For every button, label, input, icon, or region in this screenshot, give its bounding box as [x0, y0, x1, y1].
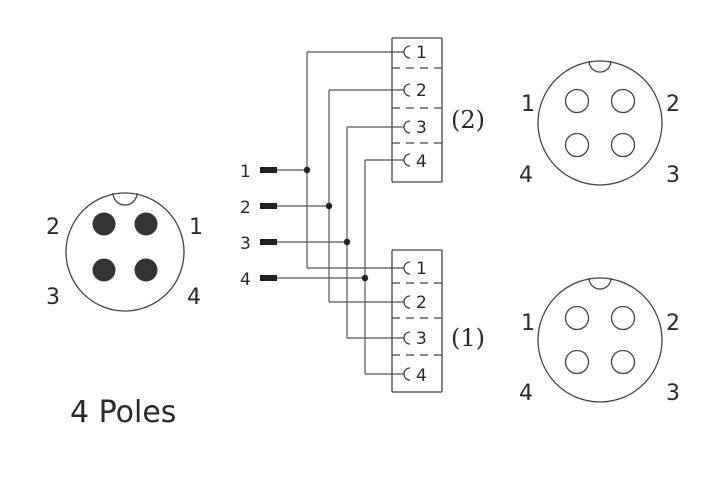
male-pin [134, 258, 158, 282]
socket-contact-icon [403, 331, 411, 345]
wire-label: 1 [240, 162, 251, 182]
male-pin-label: 3 [46, 285, 60, 310]
female-socket [610, 132, 636, 158]
female-connector-key-notch [588, 277, 612, 290]
block-label: (2) [451, 106, 485, 134]
junction-dot [325, 202, 333, 210]
male-connector-key-notch [112, 192, 138, 206]
female-pin-label: 2 [666, 92, 680, 117]
female-socket [564, 132, 590, 158]
junction-dot [361, 274, 369, 282]
wire-label: 4 [240, 270, 251, 290]
connector-block-1: 1 2 3 4 (1) [391, 249, 485, 393]
contact-label: 4 [416, 152, 427, 172]
contact-label: 4 [416, 366, 427, 386]
wire-inputs: 1 2 3 4 [240, 162, 365, 290]
wire-terminal [260, 275, 277, 281]
male-pin [92, 258, 116, 282]
female-pin-label: 4 [519, 163, 533, 188]
wire-terminal [260, 239, 277, 245]
socket-contact-icon [403, 120, 411, 134]
junction-dot [343, 238, 351, 246]
male-connector-body [65, 192, 185, 312]
female-pin-label: 1 [521, 92, 535, 117]
male-pin-label: 2 [46, 215, 60, 240]
female-socket [564, 88, 590, 114]
female-socket [610, 349, 636, 375]
female-socket [610, 305, 636, 331]
female-connector-top: 1 2 4 3 [519, 60, 680, 188]
contact-label: 1 [416, 43, 427, 63]
contact-label: 3 [416, 118, 427, 138]
junction-dot [303, 166, 311, 174]
male-pin [92, 212, 116, 236]
female-connector-bottom: 1 2 4 3 [519, 277, 680, 406]
contact-label: 2 [416, 293, 427, 313]
contact-label: 1 [416, 259, 427, 279]
socket-contact-icon [403, 153, 411, 167]
female-pin-label: 3 [666, 381, 680, 406]
connector-block-2: 1 2 3 4 (2) [391, 37, 485, 183]
female-pin-label: 2 [666, 311, 680, 336]
male-pin-label: 1 [189, 215, 203, 240]
female-connector-key-notch [588, 60, 612, 73]
female-socket [564, 305, 590, 331]
contact-label: 2 [416, 81, 427, 101]
socket-contact-icon [403, 45, 411, 59]
contact-label: 3 [416, 329, 427, 349]
wire-label: 3 [240, 234, 251, 254]
female-pin-label: 3 [666, 163, 680, 188]
female-pin-label: 1 [521, 311, 535, 336]
socket-contact-icon [403, 367, 411, 381]
socket-contact-icon [403, 295, 411, 309]
female-socket [610, 88, 636, 114]
male-pin-label: 4 [187, 285, 201, 310]
male-pin [134, 212, 158, 236]
socket-contact-icon [403, 261, 411, 275]
socket-contact-icon [403, 83, 411, 97]
block-label: (1) [451, 324, 485, 352]
male-connector-4-pole: 2 1 3 4 [46, 192, 203, 312]
wire-label: 2 [240, 198, 251, 218]
wire-terminal [260, 167, 277, 173]
female-connector-body [537, 60, 663, 186]
diagram-title: 4 Poles [70, 395, 176, 430]
wire-terminal [260, 203, 277, 209]
bus-lines [303, 51, 404, 375]
female-connector-body [537, 277, 663, 403]
female-pin-label: 4 [519, 381, 533, 406]
female-socket [564, 349, 590, 375]
